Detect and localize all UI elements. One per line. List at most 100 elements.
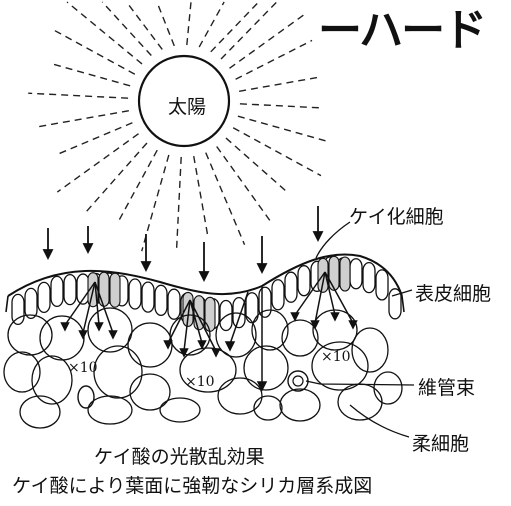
incident-arrow-head (256, 263, 268, 275)
parenchyma-layer (3, 307, 403, 429)
scattered-arrow (94, 281, 100, 326)
scattered-arrow (94, 281, 114, 334)
scattered-arrow (82, 281, 96, 334)
sun-ray (49, 62, 131, 87)
sun-ray (28, 92, 129, 99)
sun-ray (53, 29, 136, 75)
leaf-edge (5, 295, 405, 313)
epidermal-cell (375, 269, 389, 301)
parenchyma-cell (337, 383, 383, 421)
parenchyma-cell (373, 371, 403, 405)
epidermal-cell (258, 286, 272, 318)
scattered-arrow (314, 271, 326, 324)
sun-rays (28, 1, 327, 252)
parenchyma-cell (87, 395, 133, 425)
parenchyma-cell (243, 345, 289, 391)
epidermal-cell (11, 293, 25, 326)
scattered-arrow-head (197, 340, 207, 350)
sun-ray (56, 133, 139, 193)
parenchyma-cell (169, 314, 211, 356)
sun-ray (216, 146, 271, 222)
sun-ray (186, 1, 192, 46)
sun-ray (210, 1, 260, 53)
incident-arrow-head (82, 243, 94, 255)
scattered-arrow-head (163, 340, 173, 350)
scattered-arrow (189, 299, 217, 352)
epidermal-cell (349, 258, 363, 290)
epidermal-cell (388, 288, 402, 320)
epidermal-cell (271, 279, 285, 311)
parenchyma-cell (217, 377, 263, 415)
sun-ray (54, 122, 133, 157)
vascular-bundle-core (292, 375, 304, 387)
incident-arrow-head (312, 231, 324, 243)
silicified-cell (98, 271, 110, 307)
sun-ray (237, 115, 327, 142)
scattered-arrow-head (108, 330, 118, 340)
sun-ray (225, 137, 290, 195)
epidermal-cell (154, 284, 168, 316)
incident-arrow-head (42, 249, 54, 261)
scattered-arrow (167, 299, 191, 344)
parenchyma-cell (19, 395, 61, 429)
sun-ray (156, 1, 175, 47)
scattered-arrow (294, 271, 326, 316)
scattered-arrow (324, 271, 336, 316)
leaf-surface (7, 253, 403, 297)
transmitted-arrow-head (256, 381, 268, 392)
scattered-arrow-head (211, 348, 221, 358)
scattered-arrow-head (78, 330, 88, 340)
parenchyma-cell (159, 397, 201, 423)
sun-ray (125, 1, 163, 50)
epidermal-cell (37, 281, 51, 314)
epidermal-cell (284, 271, 298, 303)
transmitted-arrow-head (224, 341, 236, 352)
silicified-cell (204, 296, 216, 332)
transmitted-arrow (229, 291, 249, 345)
page-title: ーハード (318, 5, 487, 56)
label-epidermal-cell: 表皮細胞 (415, 283, 492, 305)
parenchyma-cell (215, 312, 257, 358)
parenchyma-cell (93, 345, 143, 399)
epidermal-cell (362, 261, 376, 294)
sun-ray (193, 156, 209, 239)
sun-ray (141, 154, 170, 252)
parenchyma-cell (279, 388, 321, 422)
sun-ray (235, 39, 313, 80)
scattered-arrow-head (179, 348, 189, 358)
sun-ray (229, 14, 305, 69)
epidermal-cell (63, 273, 77, 306)
parenchyma-cell (281, 319, 319, 357)
parenchyma-cell (7, 314, 53, 356)
parenchyma-cell (39, 315, 85, 361)
sun-ray (85, 142, 148, 213)
scattered-arrow-head (348, 320, 358, 330)
magnification-label: ×10 (68, 360, 98, 376)
scattered-arrow-head (94, 322, 104, 332)
parenchyma-cell (311, 341, 369, 391)
sun-ray (38, 110, 129, 128)
incident-arrow-head (198, 271, 210, 283)
sun-ray (198, 1, 225, 48)
sun-label: 太陽 (168, 96, 207, 118)
sun-ray (66, 1, 143, 65)
leader-line-vascular-bundle (305, 380, 415, 386)
caption-title: ケイ酸の光散乱効果 (94, 446, 265, 468)
sun-ray (220, 1, 278, 60)
silicified-cell (339, 256, 351, 292)
label-silicified-cell: ケイ化細胞 (349, 206, 444, 228)
scattered-arrow-head (290, 312, 300, 322)
epidermal-cell (24, 287, 38, 320)
sun-ray (116, 149, 158, 225)
label-vascular-bundle: 維管束 (418, 377, 476, 399)
scattered-arrow-head (330, 312, 340, 322)
sun-disc (137, 54, 231, 148)
scattered-arrow-head (60, 322, 70, 332)
vascular-bundle (77, 385, 95, 409)
parenchyma-cell (351, 327, 389, 373)
scattered-arrow (183, 299, 191, 352)
parenchyma-cell (179, 347, 237, 393)
magnification-label: ×10 (321, 349, 351, 365)
sun-ray (101, 1, 152, 56)
